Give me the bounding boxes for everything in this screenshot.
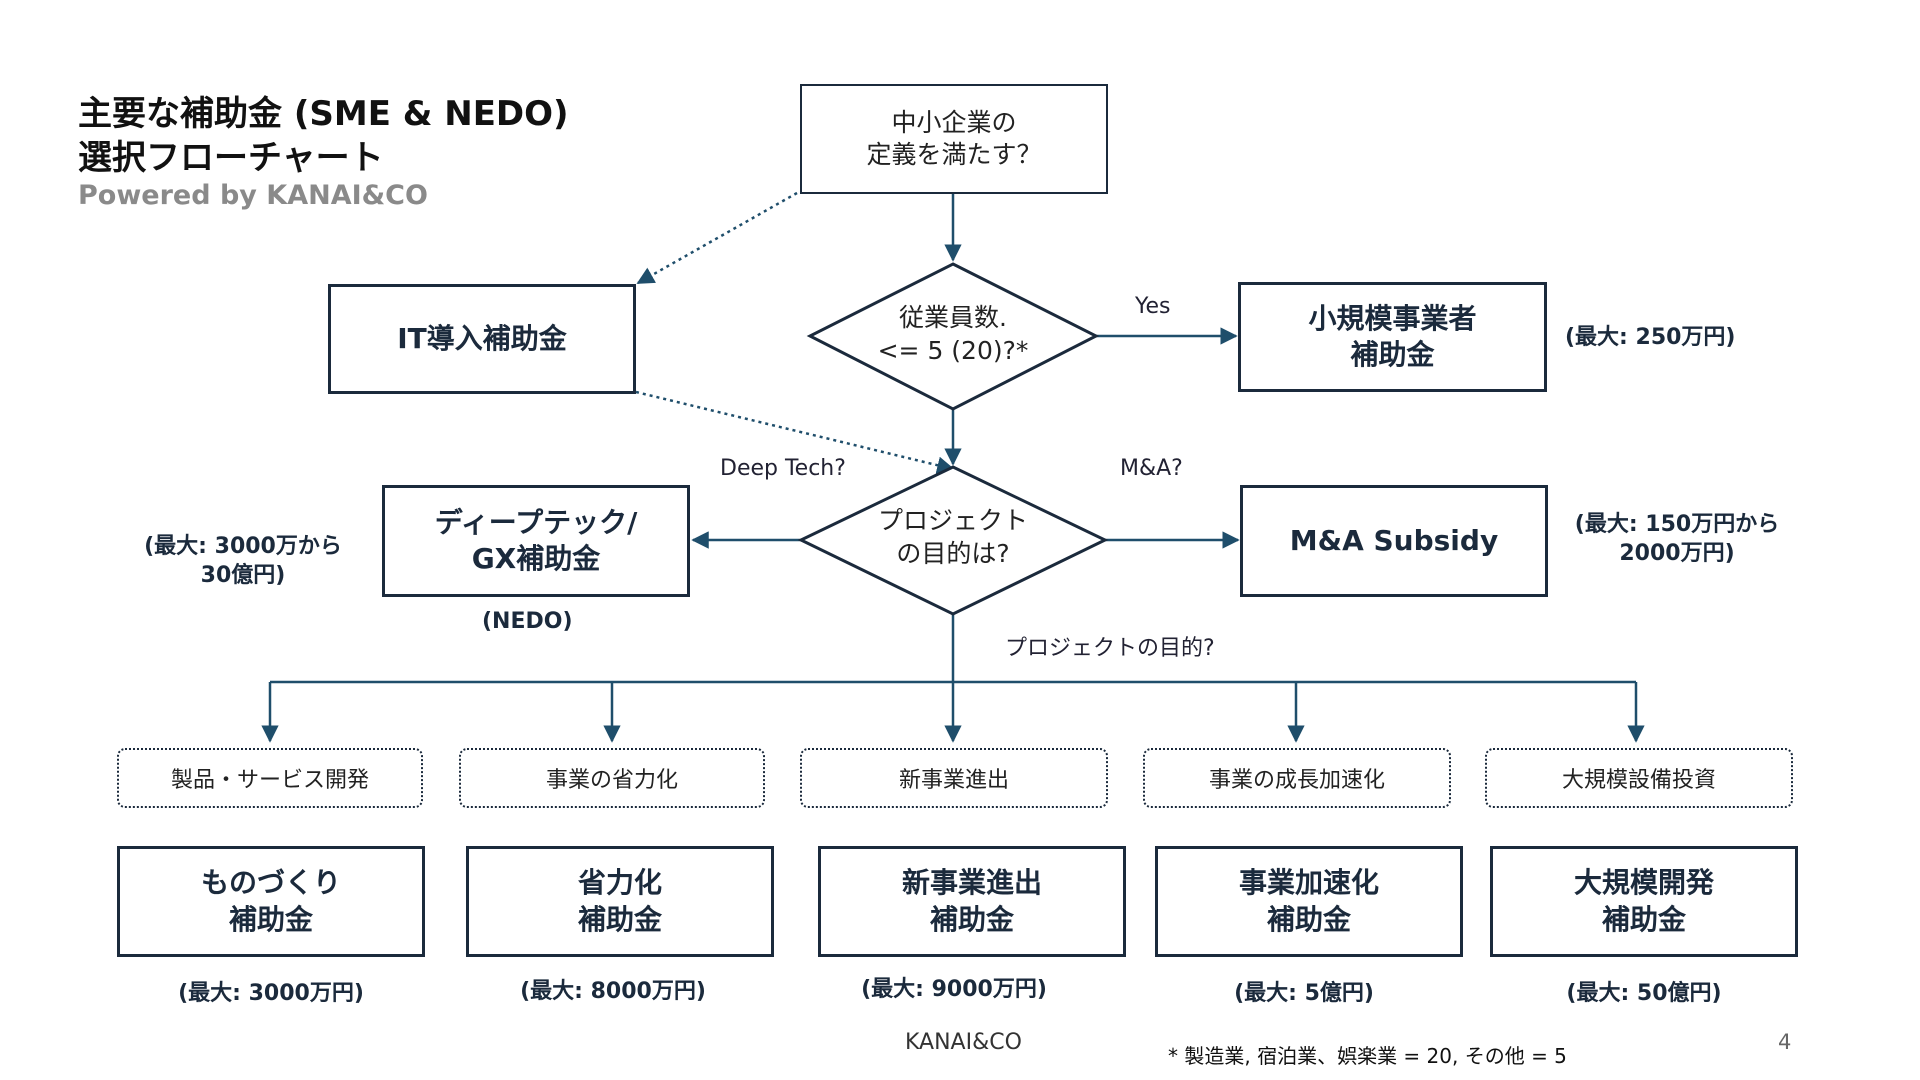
footer-brand: KANAI&CO [905, 1030, 1022, 1055]
subsidy-line-1: 新事業進出 [901, 866, 1042, 900]
category-label: 製品・サービス開発 [170, 768, 369, 793]
subsidy-line-2: 補助金 [929, 902, 1014, 936]
category-box-5: 大規模設備投資 [1485, 748, 1793, 808]
it-subsidy-label: IT導入補助金 [397, 321, 567, 355]
subsidy-box-3: 新事業進出補助金 [818, 846, 1126, 957]
category-box-4: 事業の成長加速化 [1143, 748, 1451, 808]
category-box-3: 新事業進出 [800, 748, 1108, 808]
page-title: 主要な補助金 (SME & NEDO) 選択フローチャート [78, 92, 569, 180]
category-label: 事業の省力化 [545, 768, 678, 793]
purpose-line-2: の目的は? [896, 538, 1010, 568]
edge-label-deep-tech: Deep Tech? [720, 456, 846, 481]
dotted-arrow-it-to-purpose [635, 390, 955, 474]
subsidy-line-1: 事業加速化 [1238, 866, 1379, 900]
purpose-line-1: プロジェクト [877, 506, 1028, 535]
purpose-decision-diamond [797, 465, 1109, 616]
subsidy-max-note-1: (最大: 3000万円) [178, 981, 364, 1006]
deeptech-node: ディープテック/ GX補助金 [382, 485, 690, 597]
subsidy-max-note-5: (最大: 50億円) [1566, 981, 1722, 1006]
title-line-2: 選択フローチャート [78, 138, 384, 179]
edge-label-project-purpose: プロジェクトの目的? [1005, 636, 1215, 661]
it-subsidy-node: IT導入補助金 [328, 284, 636, 394]
employees-decision-label: 従業員数. <= 5 (20)?* [850, 302, 1056, 367]
category-box-1: 製品・サービス開発 [117, 748, 423, 808]
category-label: 新事業進出 [898, 768, 1009, 793]
employees-decision-diamond [806, 262, 1100, 411]
edge-label-yes: Yes [1135, 294, 1171, 319]
mna-max-line-1: (最大: 150万円から [1574, 512, 1780, 537]
small-biz-node: 小規模事業者 補助金 [1238, 282, 1547, 392]
start-line-1: 中小企業の [891, 107, 1017, 137]
small-biz-max-note: (最大: 250万円) [1565, 325, 1736, 350]
deeptech-max-line-1: (最大: 3000万から [144, 534, 342, 559]
subsidy-line-1: ものづくり [200, 866, 341, 900]
start-line-2: 定義を満たす？ [866, 140, 1042, 169]
employees-line-2: <= 5 (20)?* [877, 335, 1029, 365]
mna-label: M&A Subsidy [1289, 523, 1499, 557]
subsidy-line-2: 補助金 [1266, 902, 1351, 936]
purpose-decision-label: プロジェクト の目的は? [853, 505, 1053, 570]
deeptech-line-2: GX補助金 [471, 542, 601, 575]
subsidy-line-2: 補助金 [228, 902, 313, 936]
deeptech-line-1: ディープテック/ [434, 505, 638, 539]
category-label: 大規模設備投資 [1561, 768, 1716, 793]
subsidy-line-1: 大規模開発 [1573, 866, 1714, 900]
category-label: 事業の成長加速化 [1208, 768, 1385, 793]
page-number: 4 [1778, 1030, 1792, 1054]
subsidy-line-1: 省力化 [577, 866, 662, 900]
subtitle: Powered by KANAI&CO [78, 180, 428, 211]
deeptech-max-note: (最大: 3000万から 30億円) [138, 533, 348, 590]
mna-max-note: (最大: 150万円から 2000万円) [1568, 511, 1786, 568]
subsidy-max-note-2: (最大: 8000万円) [520, 979, 706, 1004]
small-biz-line-2: 補助金 [1350, 338, 1435, 371]
title-line-1: 主要な補助金 (SME & NEDO) [78, 94, 569, 134]
dotted-arrow-to-it [636, 191, 798, 285]
subsidy-box-5: 大規模開発補助金 [1490, 846, 1798, 957]
mna-max-line-2: 2000万円) [1619, 540, 1735, 566]
subsidy-box-2: 省力化補助金 [466, 846, 774, 957]
subsidy-box-4: 事業加速化補助金 [1155, 846, 1463, 957]
employees-line-1: 従業員数. [899, 303, 1007, 332]
subsidy-line-2: 補助金 [1601, 902, 1686, 936]
nedo-note: (NEDO) [482, 609, 573, 634]
subsidy-line-2: 補助金 [577, 902, 662, 936]
subsidy-max-note-3: (最大: 9000万円) [861, 977, 1047, 1002]
subsidy-max-note-4: (最大: 5億円) [1234, 981, 1374, 1006]
deeptech-max-line-2: 30億円) [200, 562, 286, 588]
edge-label-mna: M&A? [1120, 456, 1183, 481]
footnote: * 製造業, 宿泊業、娯楽業 = 20, その他 = 5 [1168, 1044, 1567, 1068]
mna-node: M&A Subsidy [1240, 485, 1548, 597]
start-node: 中小企業の 定義を満たす？ [800, 84, 1108, 194]
subsidy-box-1: ものづくり補助金 [117, 846, 425, 957]
category-box-2: 事業の省力化 [459, 748, 765, 808]
small-biz-line-1: 小規模事業者 [1308, 301, 1477, 335]
